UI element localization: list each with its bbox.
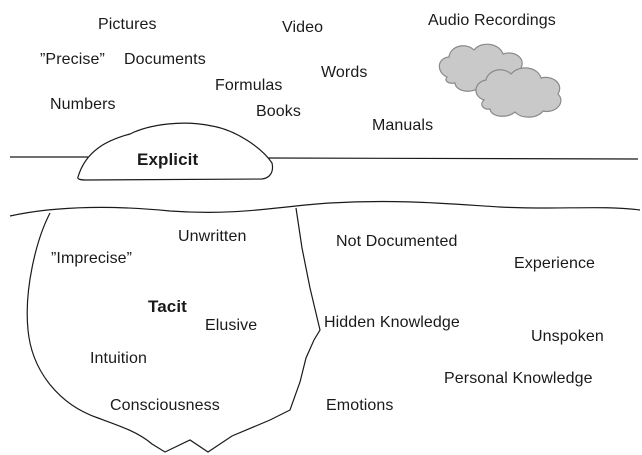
explicit-term-formulas: Formulas xyxy=(215,77,283,94)
explicit-term-pictures: Pictures xyxy=(98,16,157,33)
explicit-term-manuals: Manuals xyxy=(372,117,434,134)
tacit-term-personal-knowledge: Personal Knowledge xyxy=(444,370,593,387)
explicit-term-numbers: Numbers xyxy=(50,96,116,113)
explicit-heading: Explicit xyxy=(137,150,199,169)
explicit-term-words: Words xyxy=(321,64,368,81)
tacit-term-elusive: Elusive xyxy=(205,317,258,334)
iceberg-submerged xyxy=(26,207,321,453)
tacit-term-consciousness: Consciousness xyxy=(110,397,220,414)
tacit-term-unwritten: Unwritten xyxy=(178,228,247,245)
surface-line xyxy=(10,156,639,160)
explicit-term-audio-recordings: Audio Recordings xyxy=(428,12,556,29)
tacit-term-unspoken: Unspoken xyxy=(531,328,604,345)
tacit-term-imprecise: ”Imprecise” xyxy=(51,250,133,267)
explicit-term-video: Video xyxy=(282,19,324,36)
explicit-term-documents: Documents xyxy=(124,51,206,68)
explicit-term-books: Books xyxy=(256,103,301,120)
tacit-term-experience: Experience xyxy=(514,255,596,272)
tacit-term-emotions: Emotions xyxy=(326,397,394,414)
tacit-term-hidden-knowledge: Hidden Knowledge xyxy=(324,314,460,331)
tacit-heading: Tacit xyxy=(148,297,187,316)
iceberg-tip xyxy=(77,122,274,181)
underwater-line xyxy=(9,200,641,217)
tacit-term-intuition: Intuition xyxy=(90,350,147,367)
cloud-icon xyxy=(438,43,562,118)
explicit-term-precise: ”Precise” xyxy=(40,51,105,68)
tacit-term-not-documented: Not Documented xyxy=(336,233,458,250)
